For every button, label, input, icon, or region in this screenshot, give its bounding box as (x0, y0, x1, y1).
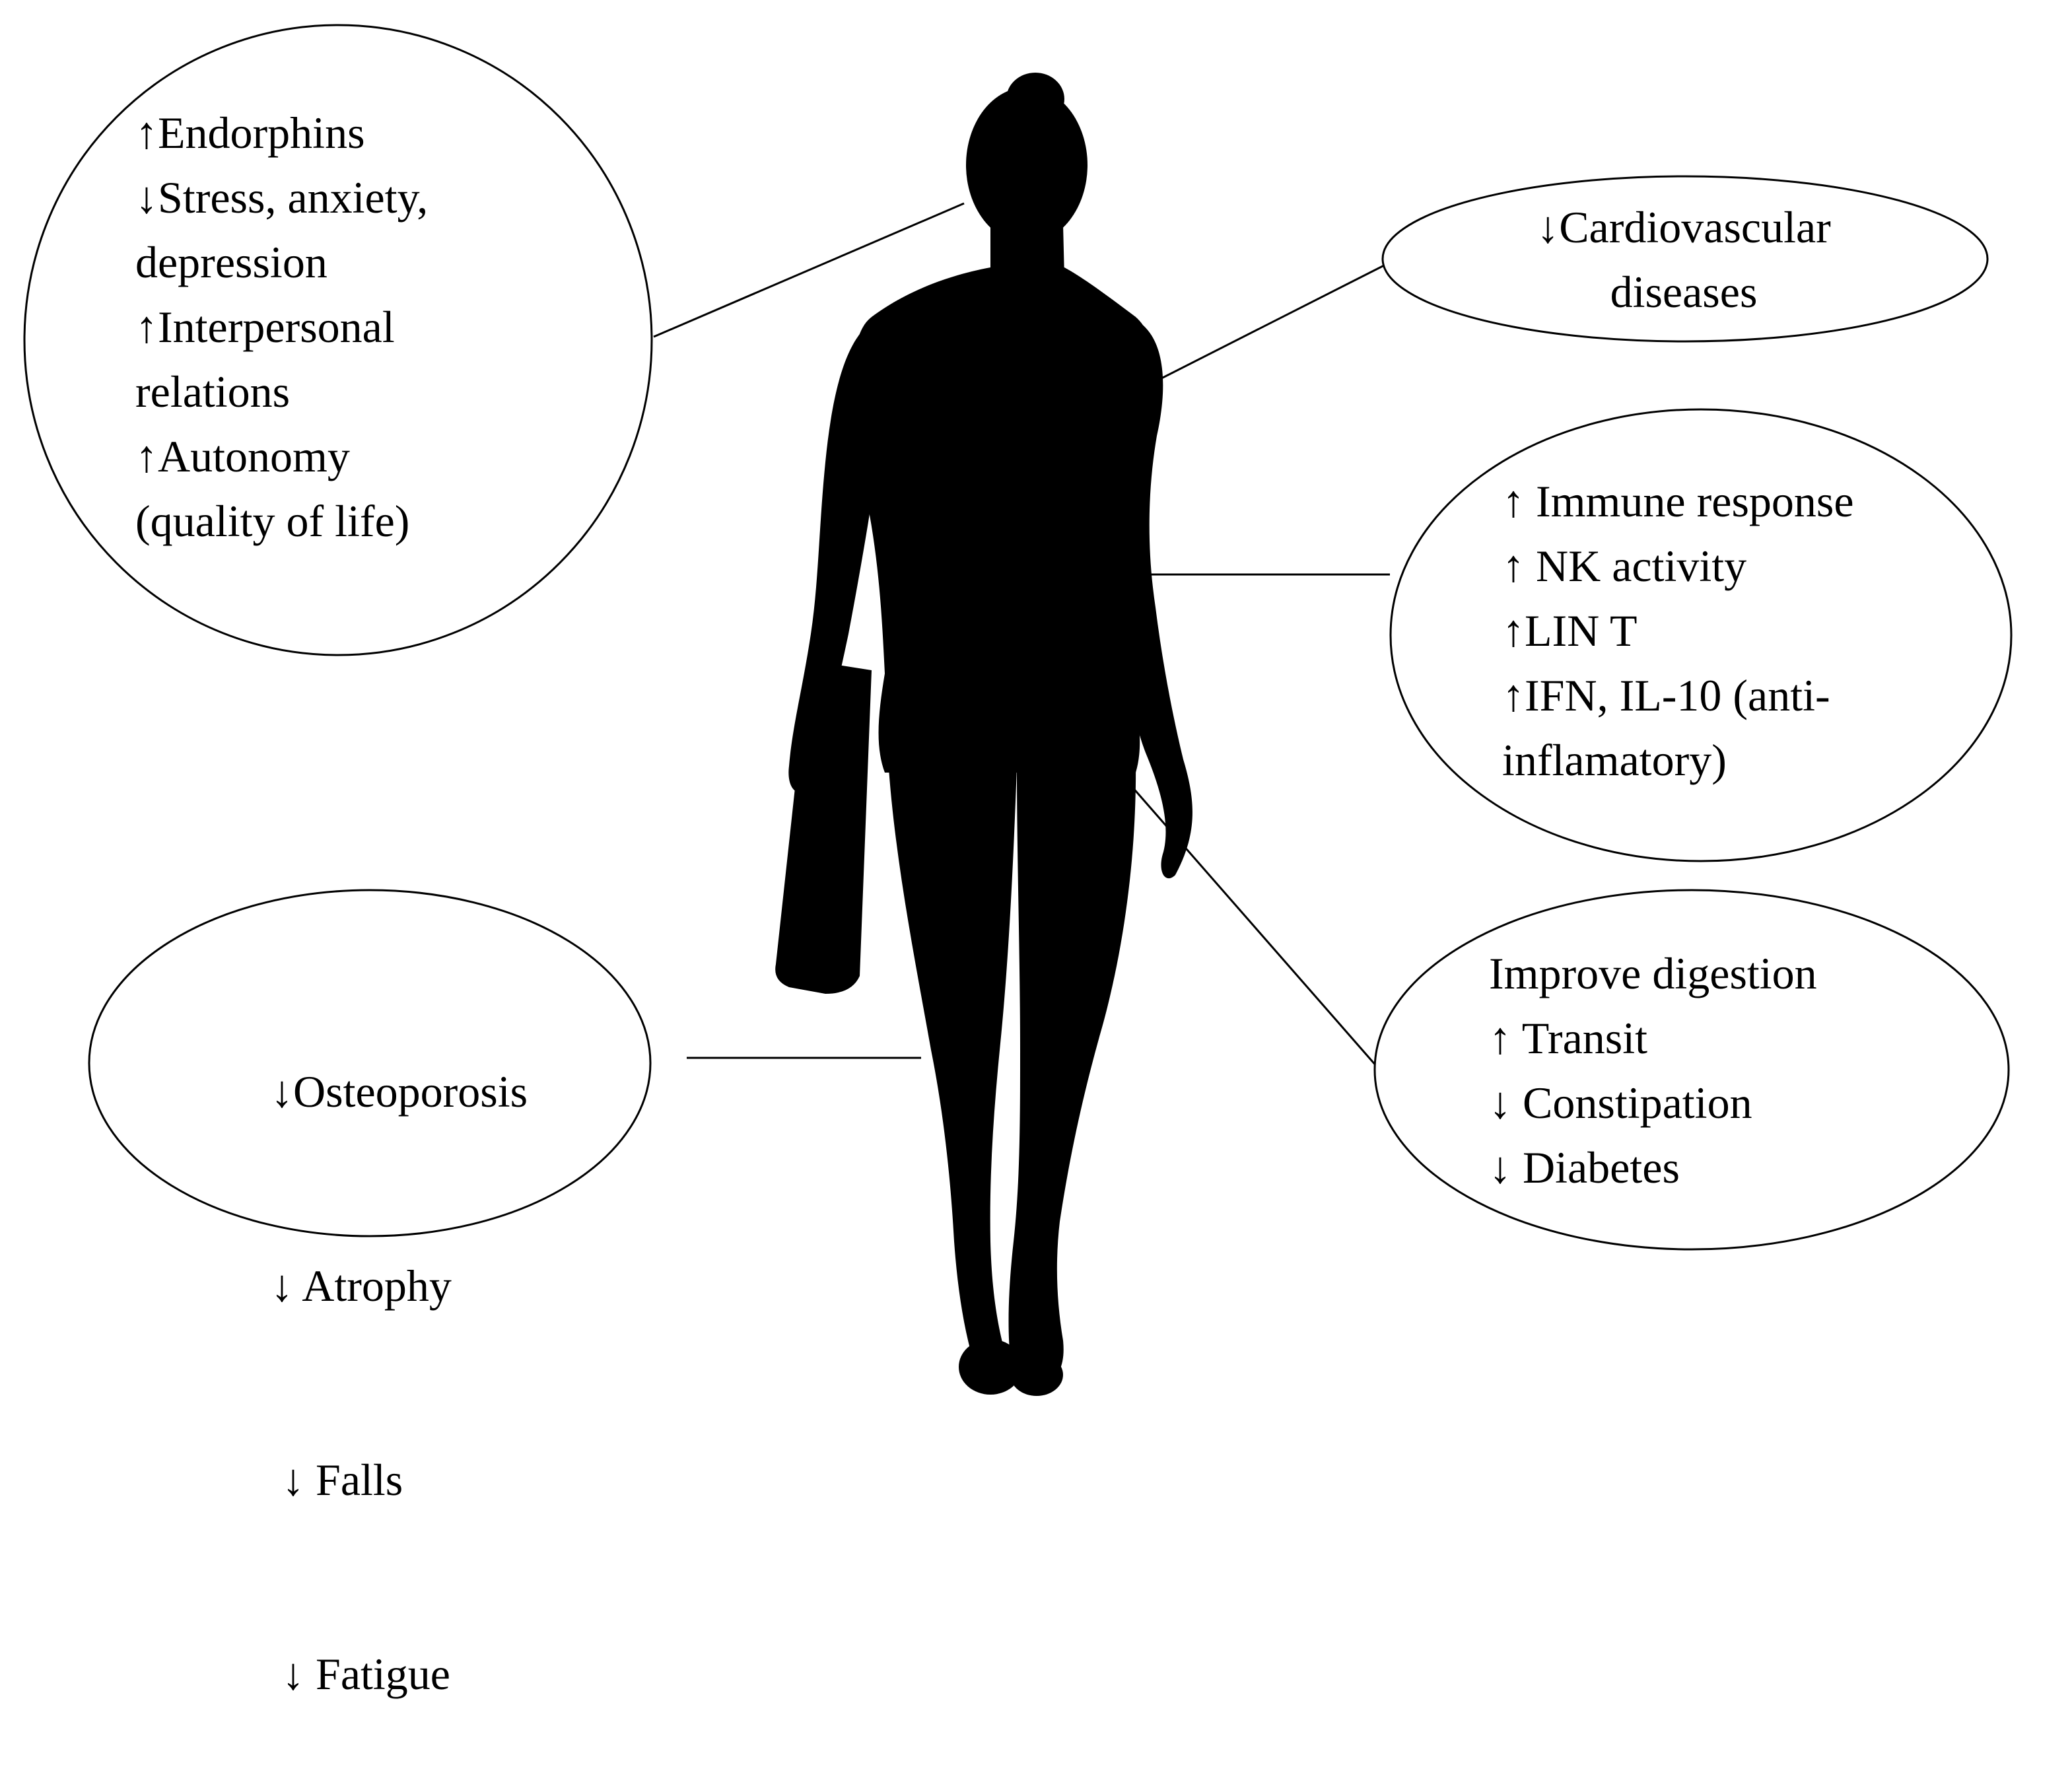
psych-line-2: ↓Stress, anxiety, (135, 172, 429, 223)
bubble-digestion-text: Improve digestion ↑ Transit ↓ Constipati… (1489, 941, 1817, 1200)
psych-line-4: ↑Interpersonal (135, 302, 395, 352)
bubble-digestion-outline (1373, 889, 2010, 1251)
bones-line-2: ↓ Atrophy (271, 1261, 452, 1311)
bones-line-1: ↓Osteoporosis (271, 1066, 528, 1117)
psych-line-1: ↑Endorphins (135, 108, 365, 158)
psych-line-7: (quality of life) (135, 496, 410, 546)
digestion-line-2: ↑ Transit (1489, 1013, 1647, 1063)
woman-silhouette-icon (775, 73, 1192, 1396)
bubble-bones-outline (88, 889, 652, 1237)
bubble-bones-text: ↓Osteoporosis ↓ Atrophy ↓ Falls ↓ Fatigu… (271, 930, 528, 1771)
connector-cardio (1152, 263, 1387, 384)
digestion-line-3: ↓ Constipation (1489, 1078, 1752, 1128)
bubble-psych-outline (23, 24, 653, 656)
bubble-immune-outline (1389, 408, 2013, 862)
psych-line-6: ↑Autonomy (135, 431, 350, 481)
bones-line-3: ↓ Falls (271, 1455, 403, 1505)
connector-digestion (1121, 775, 1378, 1067)
immune-line-3: ↑LIN T (1502, 606, 1638, 656)
bubble-psych-text: ↑Endorphins ↓Stress, anxiety, depression… (135, 100, 428, 553)
psych-line-5: relations (135, 366, 291, 417)
psych-line-3: depression (135, 237, 328, 287)
bubble-immune-text: ↑ Immune response ↑ NK activity ↑LIN T ↑… (1502, 469, 1854, 792)
immune-line-4: ↑IFN, IL-10 (anti- (1502, 670, 1830, 720)
cardio-line-1: ↓Cardiovascular (1537, 202, 1831, 252)
digestion-line-4: ↓ Diabetes (1489, 1142, 1680, 1193)
connector-psych (653, 202, 965, 338)
immune-line-1: ↑ Immune response (1502, 476, 1854, 526)
bones-line-4: ↓ Fatigue (271, 1649, 450, 1699)
digestion-line-1: Improve digestion (1489, 948, 1817, 998)
cardio-line-2: diseases (1610, 267, 1758, 317)
immune-line-2: ↑ NK activity (1502, 541, 1747, 591)
diagram-canvas (23, 24, 2013, 1396)
immune-line-5: inflamatory) (1502, 735, 1727, 785)
bubble-cardio-text: ↓Cardiovascular diseases (1502, 195, 1865, 324)
bubble-cardio-outline (1381, 175, 1989, 343)
